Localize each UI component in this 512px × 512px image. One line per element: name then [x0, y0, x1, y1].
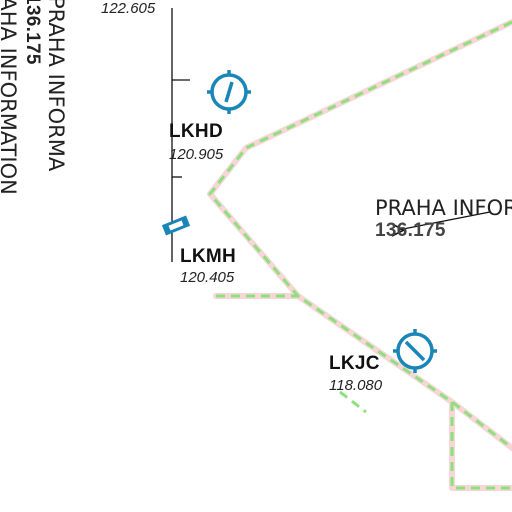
airstrip-rectangle-icon[interactable]: [161, 215, 191, 236]
fir-name-vertical-secondary: PRAHA INFORMATION: [0, 0, 20, 195]
airport-circle-icon[interactable]: [393, 329, 437, 373]
fir-name-vertical: PRAHA INFORMA: [44, 0, 68, 172]
airport-frequency-lkhd: 120.905: [169, 146, 224, 163]
airport-code-lkhd[interactable]: LKHD: [169, 121, 223, 142]
airport-frequency-lkmh: 120.405: [180, 269, 235, 286]
fir-name-label: PRAHA INFORMATION: [375, 196, 512, 220]
fir-frequency-label: 136.175: [375, 220, 446, 241]
airport-code-lkjc[interactable]: LKJC: [329, 353, 380, 374]
top-frequency-label: 122.605: [101, 0, 156, 17]
airport-circle-icon[interactable]: [207, 70, 251, 114]
airport-frequency-lkjc: 118.080: [329, 377, 383, 394]
airport-code-lkmh[interactable]: LKMH: [180, 246, 237, 267]
fir-frequency-vertical: 136.175: [22, 0, 43, 65]
